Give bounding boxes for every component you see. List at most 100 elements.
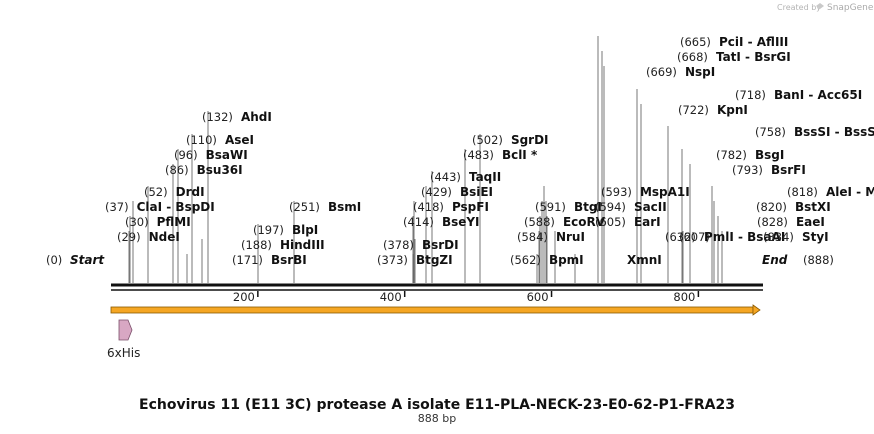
- site-35[interactable]: (782) BsgI: [716, 148, 784, 162]
- site-position: (828): [757, 215, 788, 229]
- site-position: (30): [125, 215, 149, 229]
- site-20[interactable]: (562)BpmI: [510, 253, 584, 267]
- site-33[interactable]: (722)KpnI: [678, 103, 748, 117]
- snapgene-logo-icon: [816, 3, 824, 9]
- site-12[interactable]: (378)BsrDI: [383, 238, 459, 252]
- site-9[interactable]: (171)BsrBI: [232, 253, 307, 267]
- enzyme-name: SgrDI: [511, 133, 549, 147]
- site-26[interactable]: (605)EarI: [595, 215, 661, 229]
- site-position: (718): [735, 88, 766, 102]
- site-28[interactable]: XmnI: [627, 253, 662, 267]
- site-29[interactable]: (665)PciI - AflIII: [680, 35, 788, 49]
- site-position: (605): [595, 215, 626, 229]
- ruler-tick-label: 800: [673, 290, 695, 304]
- site-position: (29): [117, 230, 141, 244]
- site-position: (86): [165, 163, 189, 177]
- site-13[interactable]: (373)BtgZI: [377, 253, 453, 267]
- backbone: [111, 283, 763, 291]
- site-label: (562)BpmI: [510, 253, 584, 267]
- site-11[interactable]: (251)BsmI: [289, 200, 361, 214]
- site-27[interactable]: (632)PmlI - BsaAI: [665, 230, 785, 244]
- site-40[interactable]: (828)EaeI: [757, 215, 825, 229]
- enzyme-name: NruI: [556, 230, 585, 244]
- site-0[interactable]: (37)ClaI - BspDI: [105, 200, 215, 214]
- site-label: (378)BsrDI: [383, 238, 459, 252]
- site-23[interactable]: (584) NruI: [517, 230, 585, 244]
- site-label: (607): [679, 230, 710, 244]
- credit-text: Created by: [777, 3, 821, 12]
- enzyme-name: BclI *: [502, 148, 538, 162]
- site-label: (443)TaqII: [430, 170, 501, 184]
- site-31[interactable]: (669)NspI: [646, 65, 715, 79]
- site-15[interactable]: (418)PspFI: [413, 200, 489, 214]
- site-6[interactable]: (110)AseI: [186, 133, 254, 147]
- site-position: (502): [472, 133, 503, 147]
- site-32[interactable]: (718)BanI - Acc65I: [735, 88, 862, 102]
- site-label: (834) StyI: [763, 230, 829, 244]
- site-label: (37)ClaI - BspDI: [105, 200, 215, 214]
- site-25[interactable]: (594)SacII: [595, 200, 667, 214]
- site-38[interactable]: (818)AleI - MslI: [787, 185, 874, 199]
- site-label: (132)AhdI: [202, 110, 272, 124]
- site-label: (591)BtgI: [535, 200, 602, 214]
- site-position: (584): [517, 230, 548, 244]
- enzyme-name: BsmI: [328, 200, 361, 214]
- site-41[interactable]: (834) StyI: [763, 230, 829, 244]
- site-36[interactable]: (793)BsrFI: [732, 163, 806, 177]
- site-22[interactable]: (588)EcoRV: [524, 215, 606, 229]
- site-position: (373): [377, 253, 408, 267]
- site-position: (562): [510, 253, 541, 267]
- enzyme-name: BsrFI: [771, 163, 806, 177]
- site-18[interactable]: (483)BclI *: [463, 148, 538, 162]
- site-34[interactable]: (758)BssSI - BssSαI: [755, 125, 874, 139]
- site-2[interactable]: (29)NdeI: [117, 230, 180, 244]
- site-label: (29)NdeI: [117, 230, 180, 244]
- enzyme-name: MspA1I: [640, 185, 690, 199]
- site-label: (584) NruI: [517, 230, 585, 244]
- site-1[interactable]: (30)PflMI: [125, 215, 191, 229]
- enzyme-name: XmnI: [627, 253, 662, 267]
- site-label: (793)BsrFI: [732, 163, 806, 177]
- enzyme-name: BsiEI: [460, 185, 493, 199]
- enzyme-name: BanI: [774, 88, 804, 102]
- enzyme-name: AhdI: [241, 110, 272, 124]
- site-4[interactable]: (86)Bsu36I: [165, 163, 243, 177]
- site-position: (197): [253, 223, 284, 237]
- site-position: (782): [716, 148, 747, 162]
- site-17[interactable]: (443)TaqII: [430, 170, 501, 184]
- site-label: (483)BclI *: [463, 148, 538, 162]
- site-5[interactable]: (96)BsaWI: [174, 148, 248, 162]
- site-label: (418)PspFI: [413, 200, 489, 214]
- site-label: (593) MspA1I: [601, 185, 690, 199]
- end-position: (888): [803, 253, 834, 267]
- site-19[interactable]: (502) SgrDI: [472, 133, 549, 147]
- end-label: End: [762, 253, 788, 267]
- site-3[interactable]: (52)DrdI: [144, 185, 205, 199]
- site-label: (373)BtgZI: [377, 253, 453, 267]
- enzyme-name: - MslI: [852, 185, 874, 199]
- enzyme-name: StyI: [802, 230, 829, 244]
- feature-6xhis[interactable]: [118, 319, 133, 341]
- enzyme-name: BsrBI: [271, 253, 307, 267]
- site-24[interactable]: (593) MspA1I: [601, 185, 690, 199]
- site-label: (820)BstXI: [756, 200, 831, 214]
- enzyme-name: BsgI: [755, 148, 784, 162]
- site-10[interactable]: (197) BlpI: [253, 223, 318, 237]
- orf-arrow: [110, 304, 761, 316]
- enzyme-name: BtgI: [574, 200, 602, 214]
- site-39[interactable]: (820)BstXI: [756, 200, 831, 214]
- enzyme-name: SacII: [634, 200, 667, 214]
- site-7[interactable]: (132)AhdI: [202, 110, 272, 124]
- site-21[interactable]: (591)BtgI: [535, 200, 602, 214]
- site-16[interactable]: (429) BsiEI: [421, 185, 493, 199]
- enzyme-name: - BsaAI: [734, 230, 785, 244]
- site-37[interactable]: (607): [679, 230, 710, 244]
- site-position: (429): [421, 185, 452, 199]
- site-position: (593): [601, 185, 632, 199]
- site-30[interactable]: (668)TatI - BsrGI: [677, 50, 791, 64]
- site-position: (834): [763, 230, 794, 244]
- site-14[interactable]: (414)BseYI: [403, 215, 480, 229]
- enzyme-name: BssSI: [794, 125, 831, 139]
- site-8[interactable]: (188)HindIII: [241, 238, 325, 252]
- enzyme-name: BlpI: [292, 223, 318, 237]
